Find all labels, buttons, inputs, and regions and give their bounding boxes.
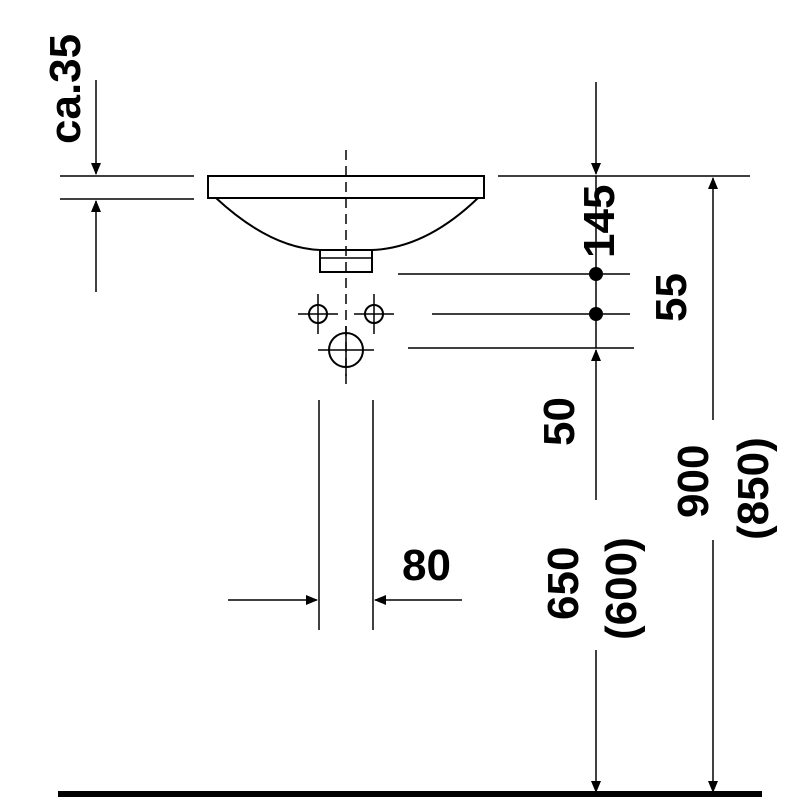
basin-bowl — [215, 197, 479, 251]
waste-connection — [318, 326, 374, 376]
dim-80-label: 80 — [402, 541, 451, 590]
dim-rim-thickness-label: ca.35 — [41, 34, 90, 144]
dim-900-label: 900 — [669, 445, 718, 518]
dim-145-label: 145 — [575, 185, 624, 258]
dim-850-label: (850) — [729, 437, 778, 540]
dim-dot-taps — [589, 307, 603, 321]
dim-50-label: 50 — [535, 397, 584, 446]
dim-55-label: 55 — [647, 273, 696, 322]
dim-dot-outlet — [589, 267, 603, 281]
tap-connection-left — [298, 294, 338, 334]
dim-650-label: 650 — [539, 547, 588, 620]
tap-connection-right — [354, 294, 394, 334]
dim-600-label: (600) — [597, 537, 646, 640]
